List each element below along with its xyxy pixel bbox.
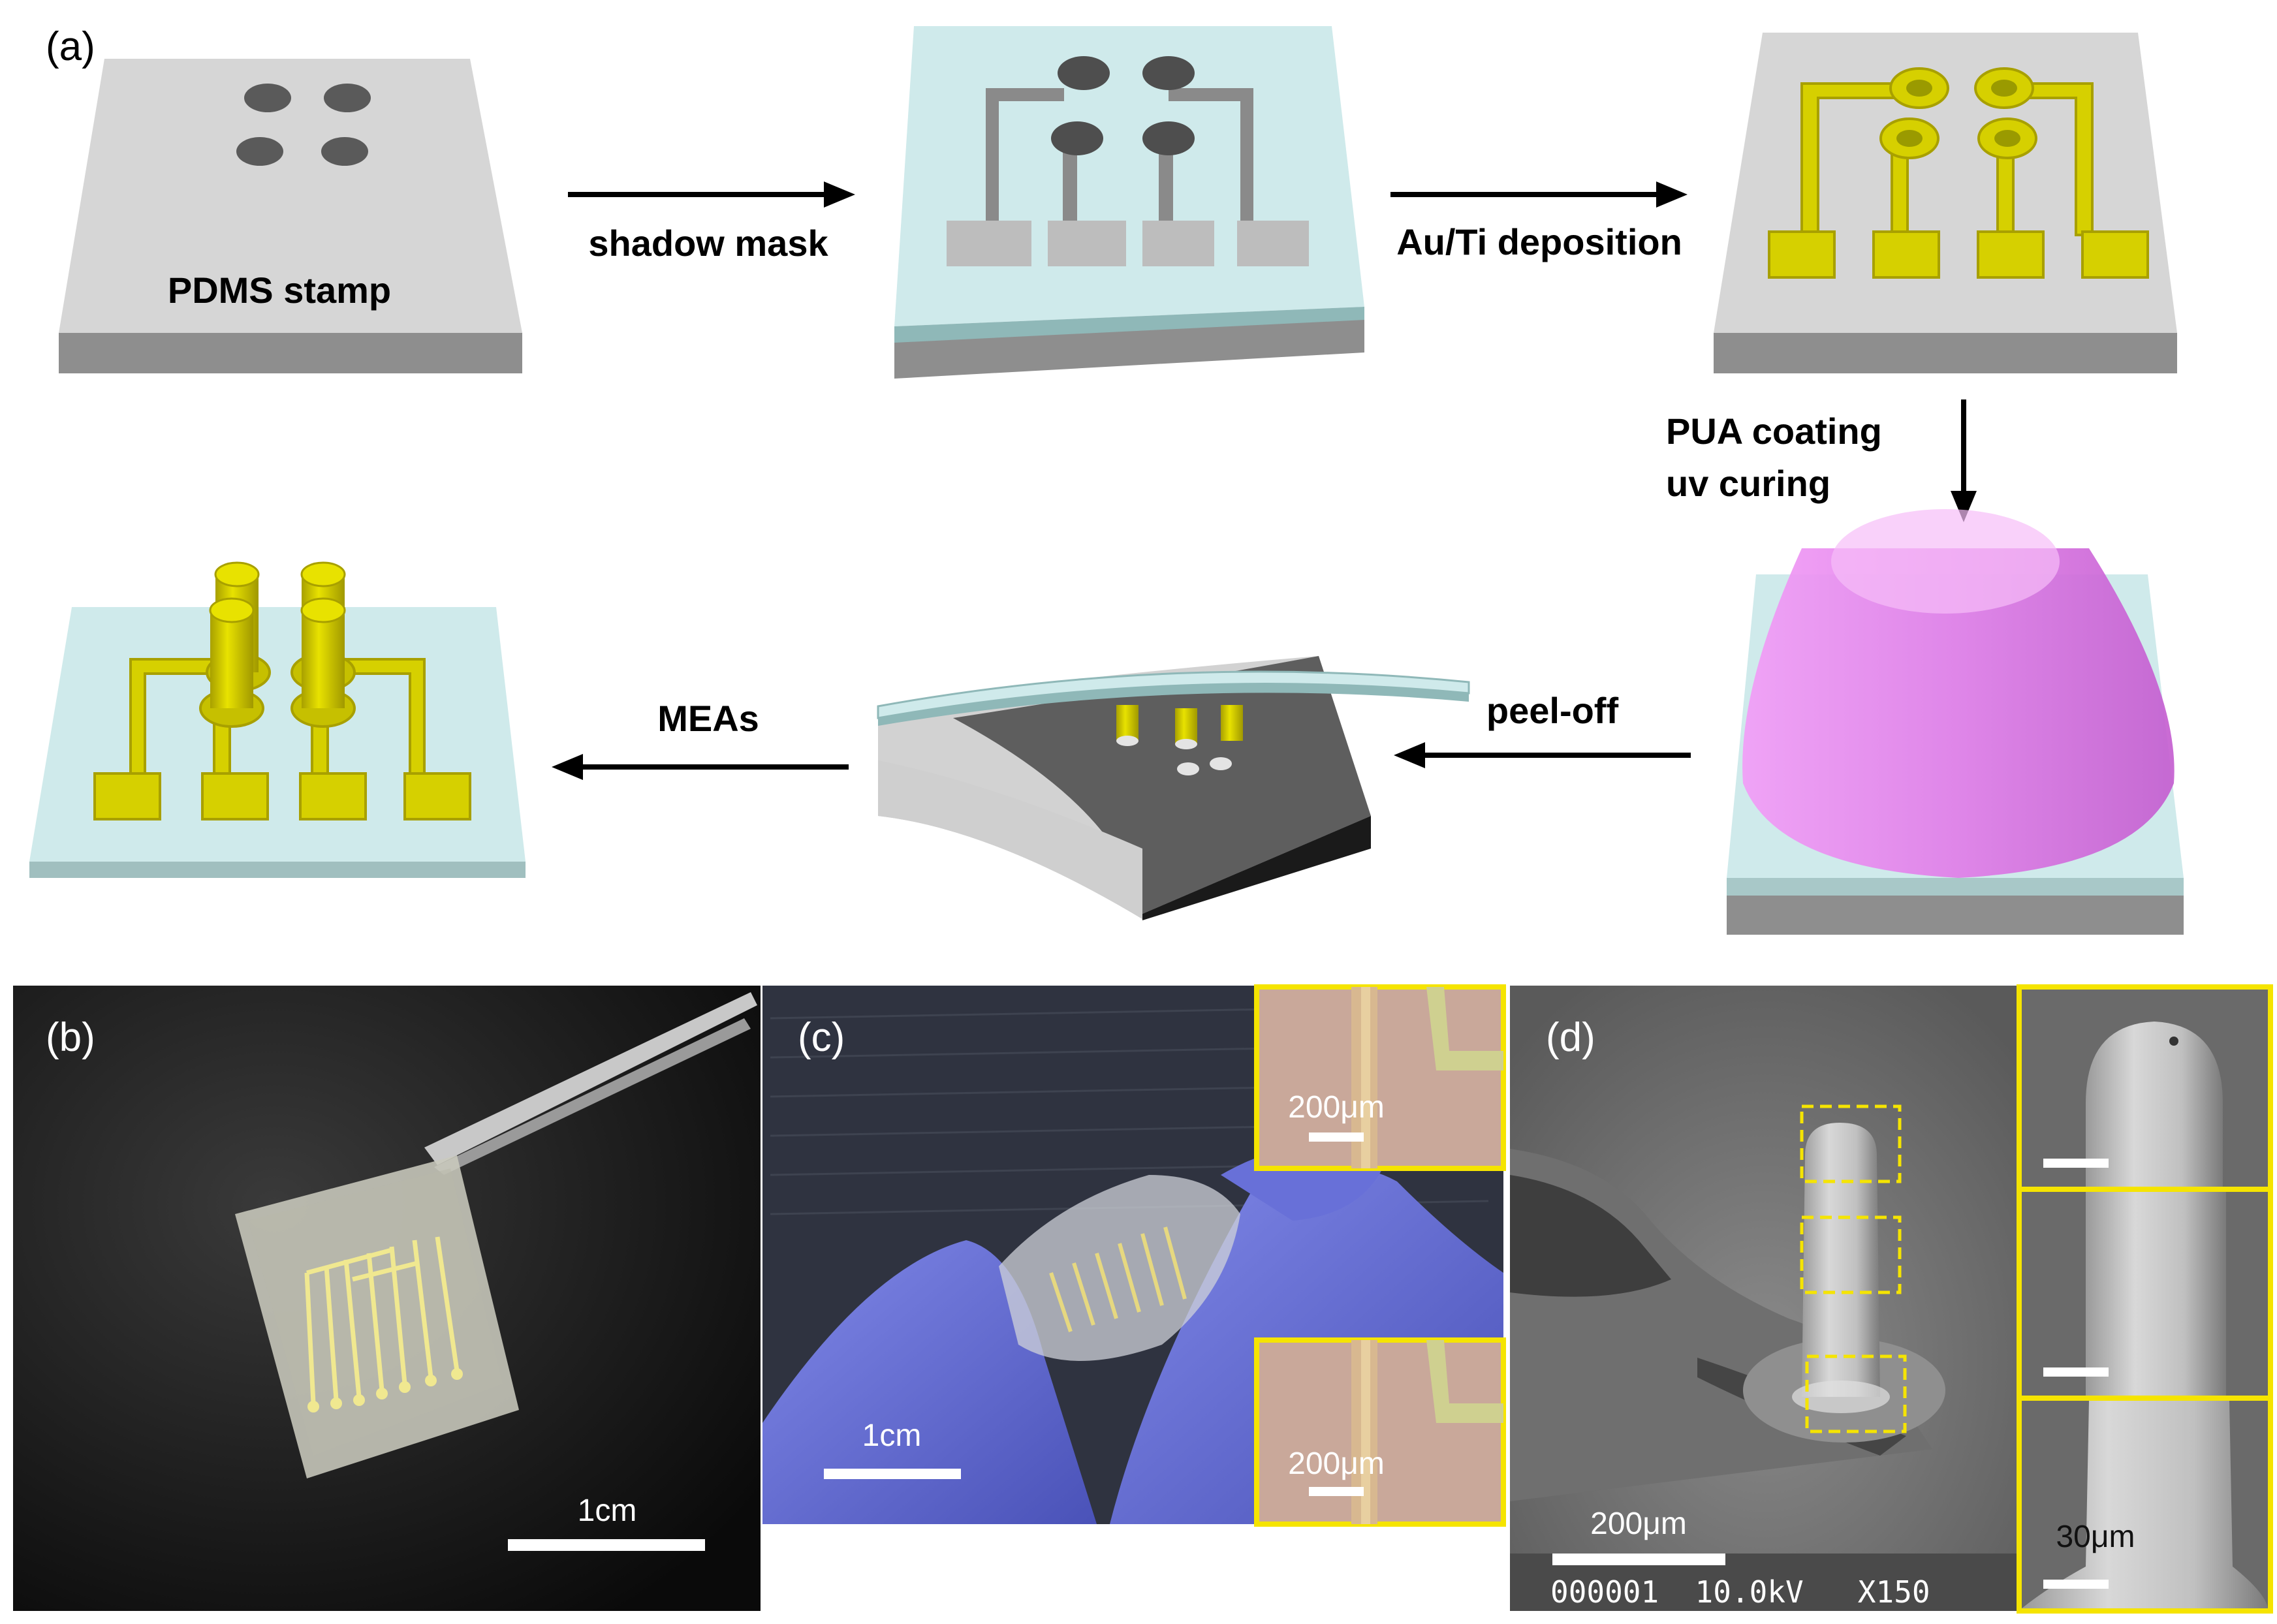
pdms-stamp-illustration xyxy=(59,59,522,373)
pua-coating-illustration xyxy=(1727,509,2184,935)
arrow-meas xyxy=(552,754,849,780)
photo-panel-b xyxy=(13,986,761,1611)
sem-info-text: 000001 10.0kV X150 xyxy=(1550,1574,1930,1610)
scale-bar-label-c-inset-top: 200μm xyxy=(1288,1090,1385,1125)
scale-bar-label-d-inset: 30μm xyxy=(2056,1520,2135,1554)
arrow-pua-coating xyxy=(1951,399,1977,522)
scale-bar-label-b: 1cm xyxy=(578,1493,637,1528)
microscope-inset-c-top xyxy=(1254,984,1506,1171)
step-label-pua-coating: PUA coating xyxy=(1666,411,1882,452)
step-label-au-ti-deposition: Au/Ti deposition xyxy=(1396,221,1682,262)
peel-off-illustration xyxy=(877,656,1470,920)
sem-inset-d-top xyxy=(2017,984,2273,1192)
gold-electrodes-illustration xyxy=(1714,33,2177,373)
step-label-peel-off: peel-off xyxy=(1486,690,1619,731)
step-label-uv-curing: uv curing xyxy=(1666,463,1830,504)
arrow-au-ti-deposition xyxy=(1390,181,1688,208)
meas-illustration xyxy=(29,561,526,878)
arrow-shadow-mask xyxy=(568,181,855,208)
scale-bar-label-c-inset-bottom: 200μm xyxy=(1288,1446,1385,1481)
panel-label-c: (c) xyxy=(798,1015,845,1060)
scale-bar-label-c: 1cm xyxy=(862,1418,922,1453)
sem-inset-d-middle xyxy=(2017,1187,2273,1401)
arrow-peel-off xyxy=(1394,742,1691,768)
panel-label-a: (a) xyxy=(46,24,95,69)
scale-bar-label-d: 200μm xyxy=(1590,1507,1687,1541)
panel-label-b: (b) xyxy=(46,1015,95,1060)
step-label-meas: MEAs xyxy=(657,698,759,739)
sem-panel-d xyxy=(1510,986,2019,1611)
sem-inset-d-bottom xyxy=(2017,1396,2273,1614)
step-label-shadow-mask: shadow mask xyxy=(588,223,828,264)
microscope-inset-c-bottom xyxy=(1254,1337,1506,1527)
shadow-mask-illustration xyxy=(894,26,1364,379)
step-label-pdms-stamp: PDMS stamp xyxy=(168,270,391,311)
panel-label-d: (d) xyxy=(1546,1015,1595,1060)
